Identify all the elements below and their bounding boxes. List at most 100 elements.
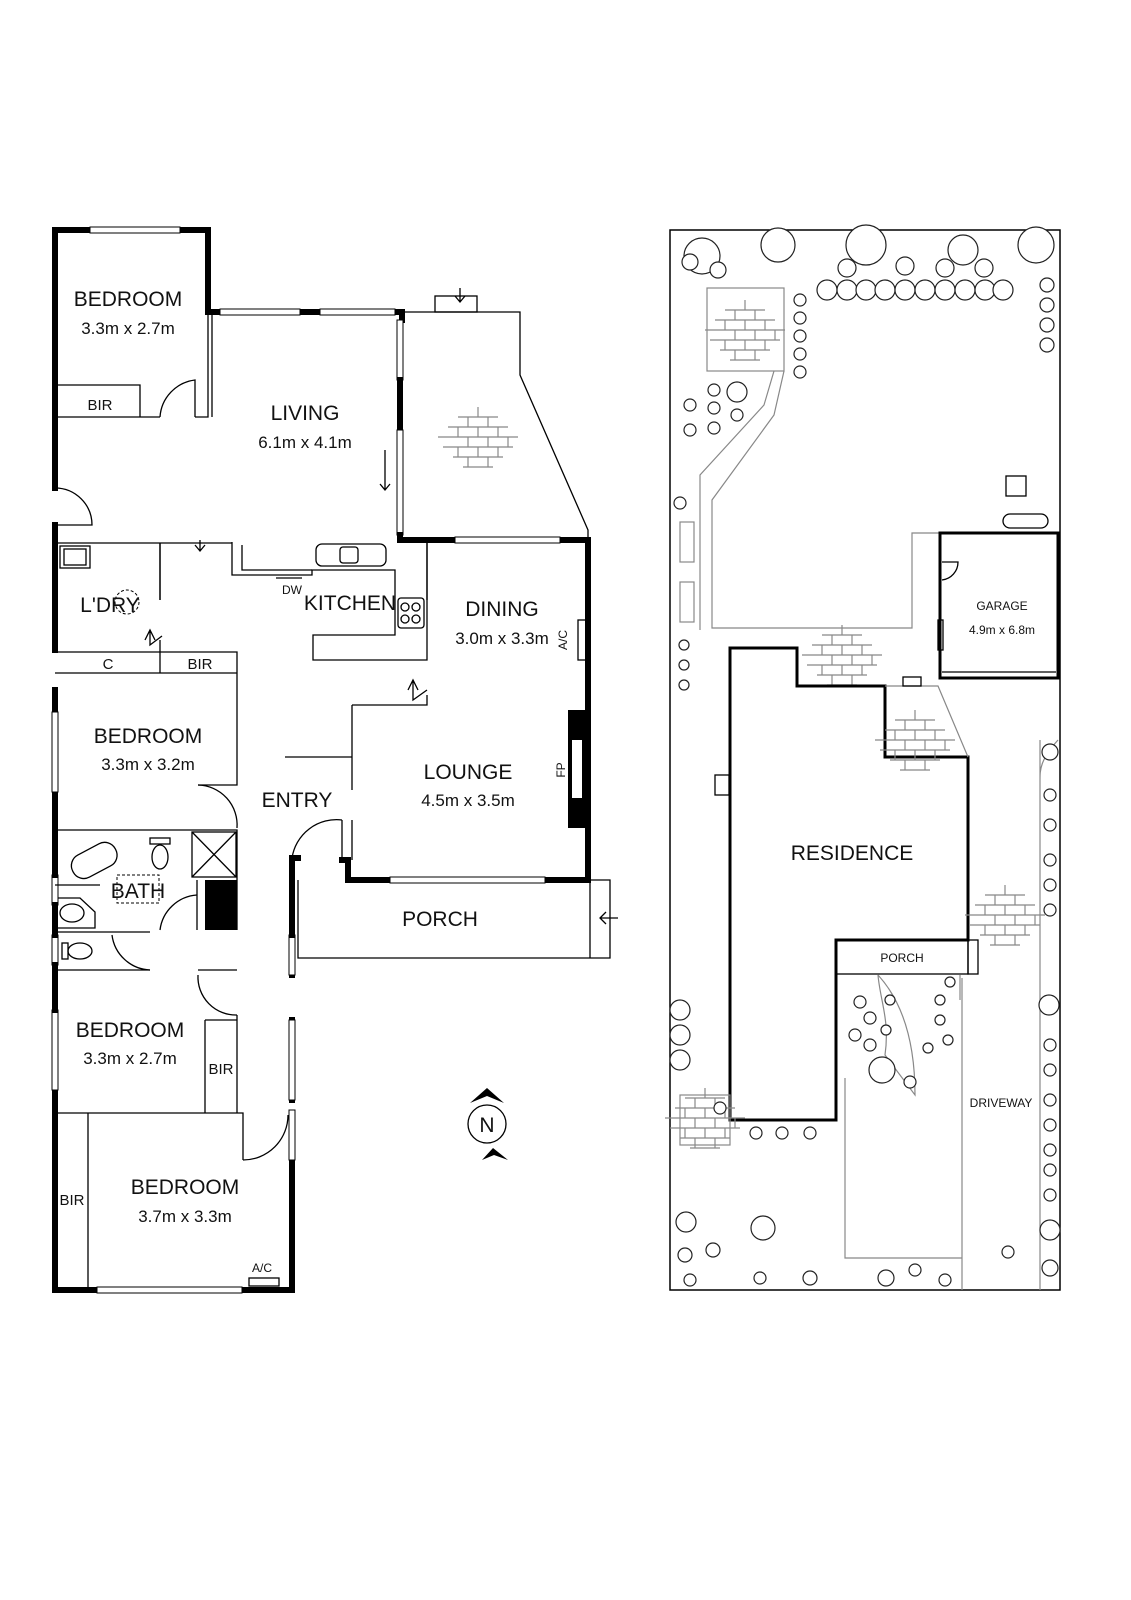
tree-icon: [707, 383, 721, 397]
tree-icon: [750, 1215, 776, 1241]
paving-icon: [437, 406, 519, 468]
bir-label: BIR: [87, 397, 112, 414]
tree-icon: [793, 311, 807, 325]
tree-icon: [803, 1126, 817, 1140]
tree-icon: [1041, 743, 1059, 761]
tree-icon: [793, 329, 807, 343]
tree-icon: [938, 1273, 952, 1287]
tree-icon: [853, 995, 867, 1009]
tree-icon: [1039, 317, 1055, 333]
tree-icon: [894, 279, 916, 301]
tree-icon: [753, 1271, 767, 1285]
tree-icon: [1043, 1118, 1057, 1132]
tree-icon: [793, 365, 807, 379]
site-porch-label: PORCH: [880, 951, 923, 965]
tree-icon: [677, 1247, 693, 1263]
tree-icon: [1039, 277, 1055, 293]
window: [219, 308, 301, 316]
dishwasher-label: DW: [282, 583, 303, 597]
room-name: BEDROOM: [94, 725, 203, 748]
tree-icon: [837, 258, 857, 278]
tree-icon: [707, 421, 721, 435]
tree-icon: [669, 1049, 691, 1071]
site-plan: RESIDENCE GARAGE 4.9m x 6.8m PORCH DRIVE…: [664, 224, 1061, 1291]
tree-icon: [1043, 818, 1057, 832]
room-size: 6.1m x 4.1m: [258, 433, 352, 452]
tree-icon: [1043, 1143, 1057, 1157]
tree-icon: [1043, 1163, 1057, 1177]
tree-icon: [1041, 1259, 1059, 1277]
tree-icon: [1039, 297, 1055, 313]
terrace: [400, 288, 589, 540]
tree-icon: [1043, 1063, 1057, 1077]
driveway-label: DRIVEWAY: [970, 1096, 1033, 1110]
tree-icon: [868, 1056, 896, 1084]
window: [396, 319, 404, 381]
tree-icon: [816, 279, 838, 301]
tree-icon: [863, 1011, 877, 1025]
window: [51, 711, 59, 793]
room-name: BEDROOM: [131, 1176, 240, 1199]
room-name: LIVING: [271, 402, 340, 425]
tree-icon: [1043, 1038, 1057, 1052]
tree-icon: [874, 279, 896, 301]
tree-icon: [678, 639, 690, 651]
tree-icon: [1043, 878, 1057, 892]
window: [454, 536, 561, 544]
tree-icon: [775, 1126, 789, 1140]
tree-icon: [793, 293, 807, 307]
tree-icon: [760, 227, 796, 263]
tree-icon: [992, 279, 1014, 301]
tree-icon: [678, 659, 690, 671]
bir-label: BIR: [187, 656, 212, 673]
ac-label: A/C: [556, 630, 570, 650]
tree-icon: [709, 261, 727, 279]
window: [396, 429, 404, 536]
tree-icon: [877, 1269, 895, 1287]
tree-icon: [1043, 853, 1057, 867]
tree-icon: [934, 279, 956, 301]
tree-icon: [942, 1034, 954, 1046]
tree-icon: [669, 999, 691, 1021]
tree-icon: [749, 1126, 763, 1140]
tree-icon: [707, 401, 721, 415]
tree-icon: [884, 994, 896, 1006]
tree-icon: [908, 1263, 922, 1277]
window: [288, 934, 296, 976]
house-floor-plan: N BEDROOM 3.3m x 2.7m BIR LIVING 6.1m x …: [51, 226, 618, 1294]
kitchen-label: KITCHEN: [304, 592, 396, 615]
window: [288, 1019, 296, 1101]
tree-icon: [848, 1028, 862, 1042]
tree-icon: [683, 398, 697, 412]
fireplace-label: FP: [554, 762, 568, 777]
garage-label: GARAGE: [976, 599, 1027, 613]
tree-icon: [1043, 1188, 1057, 1202]
tree-icon: [1038, 994, 1060, 1016]
tree-icon: [726, 381, 748, 403]
window: [89, 226, 181, 234]
tree-icon: [1043, 1093, 1057, 1107]
tree-icon: [793, 347, 807, 361]
tree-icon: [922, 1042, 934, 1054]
tree-icon: [944, 976, 956, 988]
tree-icon: [855, 279, 877, 301]
tree-icon: [1001, 1245, 1015, 1259]
tree-icon: [974, 258, 994, 278]
tree-icon: [683, 423, 697, 437]
window: [51, 1009, 59, 1091]
window: [51, 874, 59, 906]
room-name: DINING: [465, 598, 539, 621]
tree-icon: [669, 1024, 691, 1046]
room-size: 3.3m x 2.7m: [81, 319, 175, 338]
tree-icon: [1043, 903, 1057, 917]
porch-label: PORCH: [402, 908, 478, 931]
ac-label: A/C: [252, 1261, 272, 1275]
north-arrow: N: [467, 1088, 508, 1160]
bir-label: BIR: [208, 1061, 233, 1078]
tree-icon: [935, 258, 955, 278]
tree-icon: [681, 253, 699, 271]
bath-label: BATH: [111, 880, 165, 903]
tree-icon: [934, 1014, 946, 1026]
tree-icon: [895, 256, 915, 276]
